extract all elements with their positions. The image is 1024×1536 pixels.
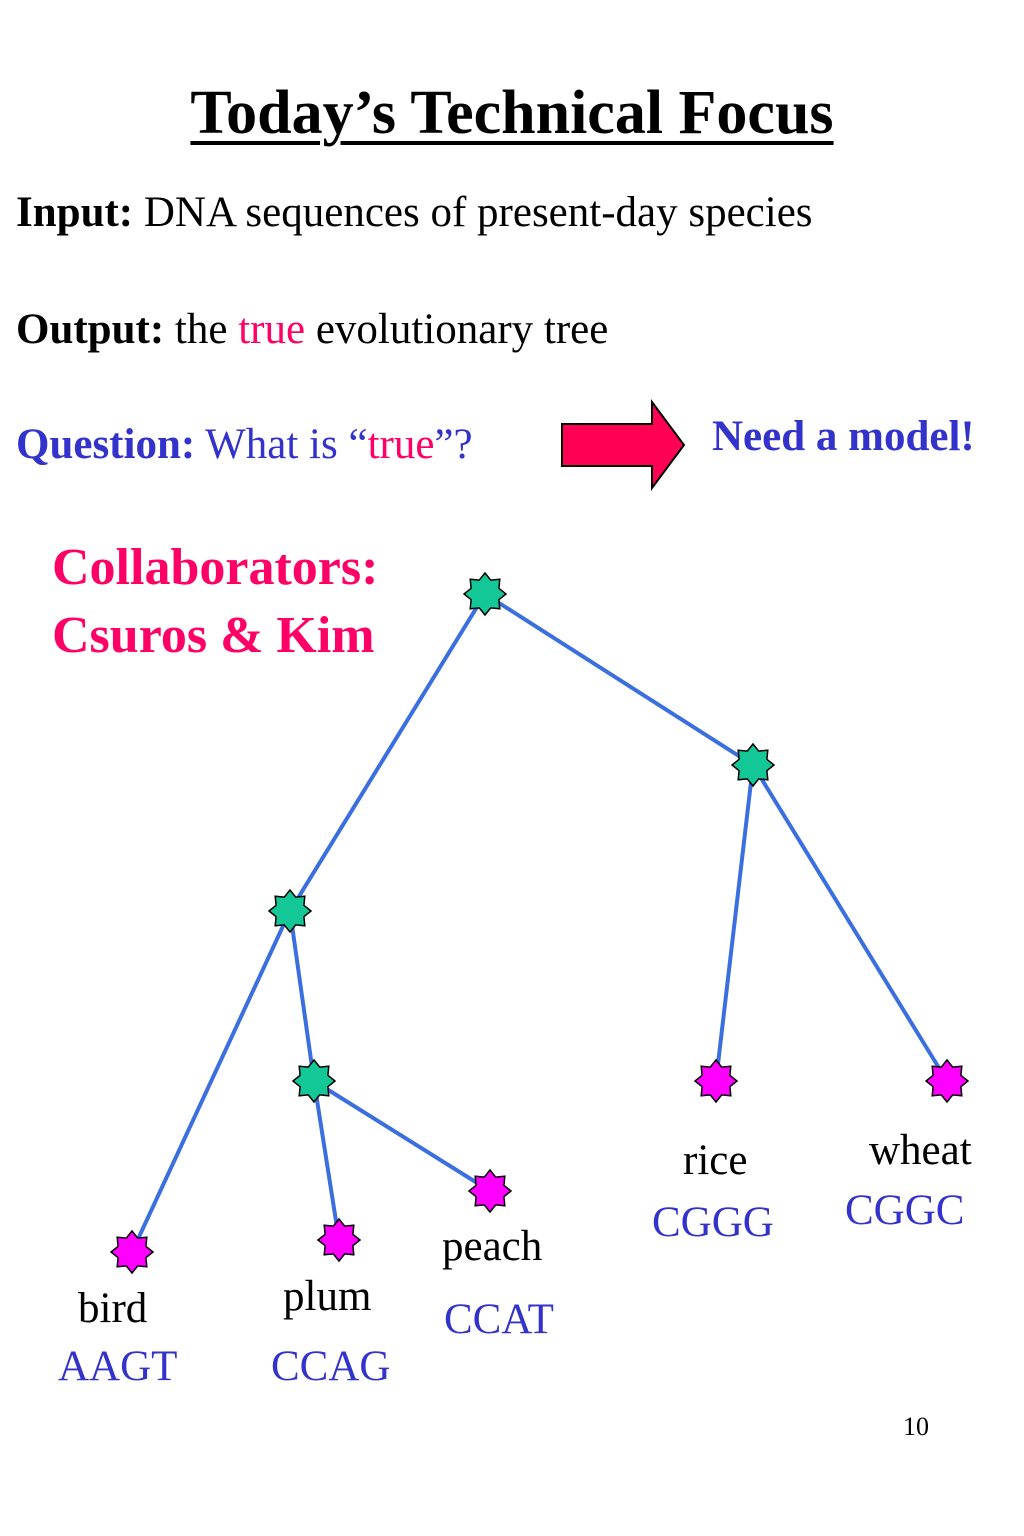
page-title: Today’s Technical Focus [190, 79, 834, 147]
question-label: Question: [16, 421, 196, 468]
tree-nodes [109, 571, 970, 1275]
leaf-node-wheat [924, 1058, 970, 1104]
input-text: DNA sequences of present-day species [143, 189, 813, 236]
input-line: Input: DNA sequences of present-day spec… [16, 188, 813, 237]
question-pre: What is “ [205, 421, 368, 468]
output-highlight: true [238, 306, 306, 353]
arrow-right-icon [561, 398, 686, 492]
tree-edge-right-rice [714, 764, 755, 1082]
slide-number: 10 [903, 1412, 929, 1441]
leaf-node-plum [316, 1217, 362, 1263]
output-pre: the [174, 306, 228, 353]
leaf-node-rice [693, 1058, 739, 1104]
leaf-label-peach: peach [442, 1223, 543, 1270]
tree-edge-left-mid [288, 910, 316, 1082]
tree-edge-mid-peach [312, 1079, 492, 1193]
tree-edge-right-wheat [751, 763, 949, 1083]
leaf-sequence-rice: CGGG [652, 1199, 774, 1246]
arrow-note: Need a model! [712, 413, 975, 460]
leaf-label-plum: plum [283, 1273, 372, 1320]
tree-edge-left-bird [130, 910, 292, 1253]
question-line: Question: What is “true”? [16, 420, 473, 469]
collaborators: Collaborators: Csuros & Kim [52, 534, 378, 670]
tree-edge-mid-plum [312, 1080, 341, 1241]
internal-node-mid [291, 1058, 337, 1104]
input-label: Input: [16, 189, 134, 236]
leaf-node-bird [109, 1229, 155, 1275]
leaf-label-wheat: wheat [869, 1127, 972, 1174]
output-line: Output: the true evolutionary tree [16, 305, 608, 354]
internal-node-root [462, 571, 508, 617]
question-highlight: true [367, 421, 435, 468]
leaf-label-bird: bird [78, 1285, 148, 1332]
internal-node-right [730, 742, 776, 788]
collaborators-names: Csuros & Kim [52, 607, 375, 664]
question-post: ”? [434, 421, 473, 468]
leaf-label-rice: rice [683, 1137, 748, 1184]
internal-node-left [267, 888, 313, 934]
output-post: evolutionary tree [315, 306, 609, 353]
output-label: Output: [16, 306, 165, 353]
tree-edges [130, 592, 949, 1253]
leaf-sequence-wheat: CGGC [845, 1187, 965, 1234]
leaf-node-peach [467, 1168, 513, 1214]
leaf-sequence-peach: CCAT [444, 1296, 554, 1343]
tree-edge-root-left [288, 592, 487, 913]
leaf-sequence-bird: AAGT [58, 1343, 178, 1390]
collaborators-heading: Collaborators: [52, 539, 379, 596]
tree-edge-root-right [483, 592, 755, 767]
leaf-sequence-plum: CCAG [271, 1343, 391, 1390]
